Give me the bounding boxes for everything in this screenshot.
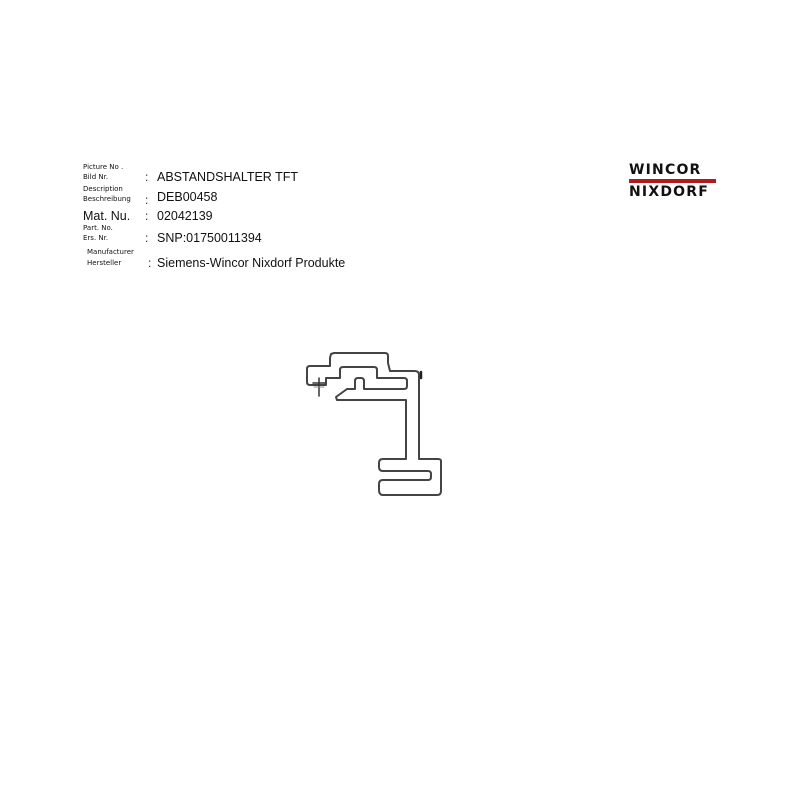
manufacturer-value: Siemens-Wincor Nixdorf Produkte xyxy=(157,256,346,270)
picture-no-value: ABSTANDSHALTER TFT xyxy=(157,170,298,184)
bracket-outer-contour xyxy=(306,352,442,496)
bild-nr-label: Bild Nr. xyxy=(83,173,109,181)
picture-no-label: Picture No . xyxy=(83,163,124,171)
separator: : xyxy=(145,193,149,207)
part-no-label: Part. No. xyxy=(83,224,113,232)
hersteller-label: Hersteller xyxy=(87,259,122,267)
separator: : xyxy=(145,209,149,223)
wincor-nixdorf-logo: WINCOR NIXDORF xyxy=(629,163,717,200)
logo-red-bar xyxy=(629,179,716,183)
mat-nu-value: 02042139 xyxy=(157,209,213,223)
separator: : xyxy=(145,170,149,184)
mat-nu-label: Mat. Nu. xyxy=(83,209,131,223)
ers-nr-label: Ers. Nr. xyxy=(83,234,109,242)
separator: : xyxy=(148,256,152,270)
separator: : xyxy=(145,231,149,245)
logo-line-nixdorf: NIXDORF xyxy=(629,184,709,200)
description-value: DEB00458 xyxy=(157,190,218,204)
part-no-value: SNP:01750011394 xyxy=(157,231,262,245)
description-label: Description xyxy=(83,185,123,193)
beschreibung-label: Beschreibung xyxy=(83,195,131,203)
logo-line-wincor: WINCOR xyxy=(629,162,702,178)
manufacturer-label: Manufacturer xyxy=(87,248,134,256)
